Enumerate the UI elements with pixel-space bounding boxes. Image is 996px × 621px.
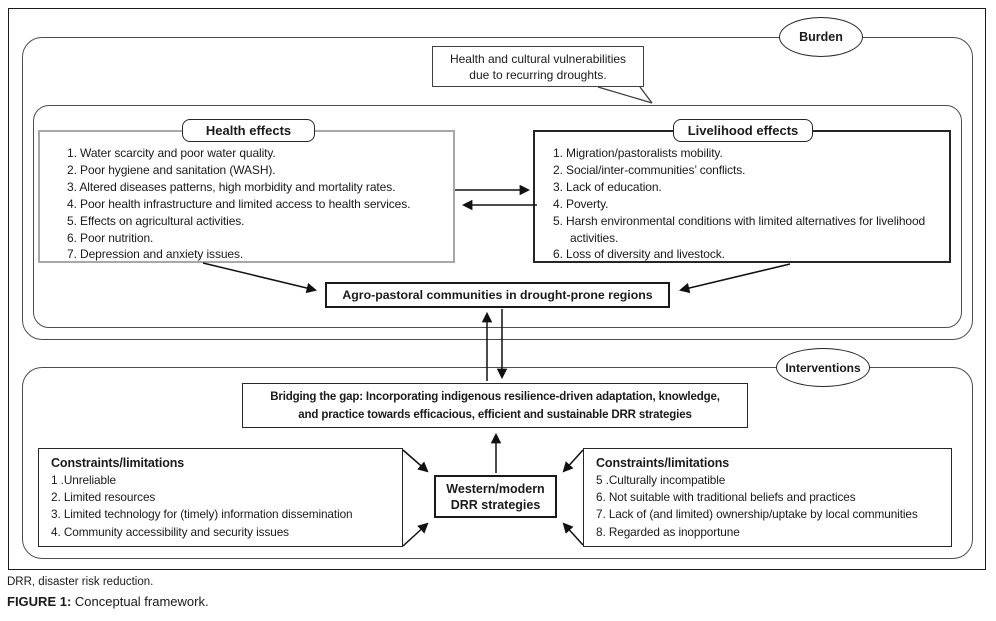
constraints-right-box: Constraints/limitations 5 .Culturally in…	[583, 448, 952, 547]
constraints-right-title: Constraints/limitations	[596, 456, 730, 470]
list-item: 5. Effects on agricultural activities.	[67, 213, 245, 228]
constraints-left-box: Constraints/limitations 1 .Unreliable 2. …	[38, 448, 403, 547]
figure-caption-text: Conceptual framework.	[74, 594, 209, 609]
western-line1: Western/modern	[446, 481, 545, 496]
interventions-oval: Interventions	[776, 348, 870, 387]
bridging-line1: Bridging the gap: Incorporating indigeno…	[270, 390, 720, 403]
list-item: 3. Altered diseases patterns, high morbi…	[67, 179, 396, 194]
list-item: 4. Community accessibility and security …	[51, 524, 289, 539]
list-item: 1. Migration/pastoralists mobility.	[553, 146, 723, 160]
list-item: 1 .Unreliable	[51, 473, 116, 487]
livelihood-effects-list-box: 1. Migration/pastoralists mobility. 2. So…	[533, 130, 951, 263]
constraints-right-list: 5 .Culturally incompatible 6. Not suitabl…	[596, 472, 947, 541]
list-item: 2. Limited resources	[51, 490, 156, 505]
callout-line1: Health and cultural vulnerabilities	[449, 51, 627, 66]
list-item: 7. Lack of (and limited) ownership/uptak…	[596, 507, 918, 522]
vulnerabilities-callout: Health and cultural vulnerabilities due …	[432, 46, 644, 87]
list-item: 3. Lack of education.	[553, 179, 662, 194]
western-drr-box: Western/modern DRR strategies	[434, 475, 557, 518]
footnote: DRR, disaster risk reduction.	[7, 576, 154, 588]
list-item: 6. Not suitable with traditional beliefs…	[596, 490, 856, 505]
list-item: 5 .Culturally incompatible	[596, 473, 726, 487]
constraints-left-list: 1 .Unreliable 2. Limited resources 3. Limi…	[51, 472, 398, 541]
burden-oval: Burden	[779, 17, 863, 57]
list-item: 8. Regarded as inopportune	[596, 524, 740, 539]
list-item: 4. Poor health infrastructure and limite…	[67, 196, 411, 211]
list-item: 2. Poor hygiene and sanitation (WASH).	[67, 162, 276, 177]
health-effects-title: Health effects	[205, 123, 292, 138]
agro-pastoral-box: Agro-pastoral communities in drought-pro…	[325, 282, 670, 308]
health-effects-title-box: Health effects	[182, 119, 315, 142]
list-item: 3. Limited technology for (timely) infor…	[51, 507, 353, 522]
livelihood-effects-title-box: Livelihood effects	[673, 119, 813, 142]
bridging-line2: and practice towards efficacious, effici…	[298, 408, 692, 421]
list-item: 6. Poor nutrition.	[67, 230, 154, 245]
western-line2: DRR strategies	[450, 497, 541, 512]
list-item: 7. Depression and anxiety issues.	[67, 247, 244, 262]
livelihood-effects-title: Livelihood effects	[687, 123, 799, 138]
list-item: 2. Social/inter-communities’ conflicts.	[553, 162, 746, 177]
callout-line2: due to recurring droughts.	[469, 67, 607, 82]
constraints-left-title: Constraints/limitations	[51, 456, 185, 470]
list-item: 5. Harsh environmental conditions with l…	[553, 213, 926, 245]
interventions-label: Interventions	[785, 360, 861, 375]
list-item: 1. Water scarcity and poor water quality…	[67, 146, 276, 160]
figure-caption-label: FIGURE 1:	[7, 594, 72, 609]
list-item: 6. Loss of diversity and livestock.	[553, 247, 725, 262]
health-effects-list-box: 1. Water scarcity and poor water quality…	[38, 130, 455, 263]
bridging-gap-box: Bridging the gap: Incorporating indigeno…	[242, 383, 748, 428]
figure-caption: FIGURE 1: Conceptual framework.	[7, 594, 209, 609]
list-item: 4. Poverty.	[553, 196, 609, 211]
burden-label: Burden	[799, 30, 843, 44]
agro-pastoral-label: Agro-pastoral communities in drought-pro…	[342, 288, 653, 302]
